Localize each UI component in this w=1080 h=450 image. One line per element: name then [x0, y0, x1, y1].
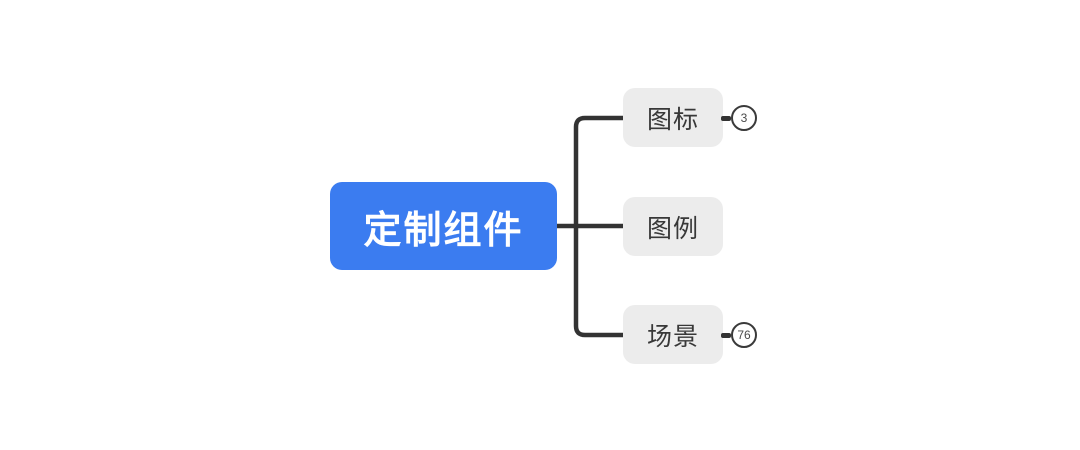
- child-node-label: 图标: [646, 105, 699, 134]
- root-node-label: 定制组件: [363, 209, 524, 252]
- badge-connector-dash: [721, 115, 731, 121]
- root-node[interactable]: 定制组件: [330, 182, 557, 270]
- child-node-tubiao[interactable]: 图标: [623, 88, 723, 147]
- child-node-changjing[interactable]: 场景: [623, 305, 723, 364]
- count-badge-tubiao[interactable]: 3: [731, 105, 757, 131]
- branch-bracket-line: [573, 115, 623, 338]
- count-badge-changjing[interactable]: 76: [731, 322, 757, 348]
- badge-connector-dash: [721, 332, 731, 338]
- child-node-label: 图例: [646, 214, 699, 243]
- child-node-label: 场景: [646, 322, 699, 351]
- child-node-tuli[interactable]: 图例: [623, 197, 723, 256]
